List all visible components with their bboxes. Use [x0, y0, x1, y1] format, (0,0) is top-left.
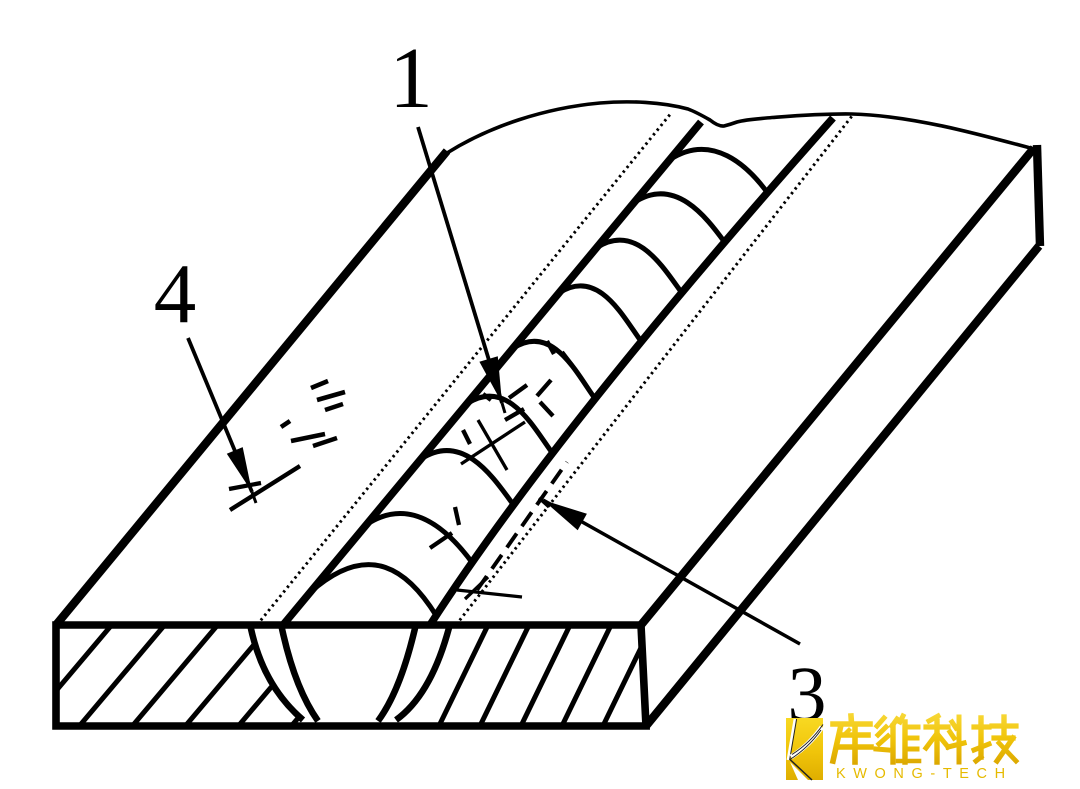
svg-text:KWONG-TECH: KWONG-TECH — [836, 766, 1013, 782]
svg-text:4: 4 — [154, 247, 197, 341]
svg-text:1: 1 — [389, 29, 433, 126]
